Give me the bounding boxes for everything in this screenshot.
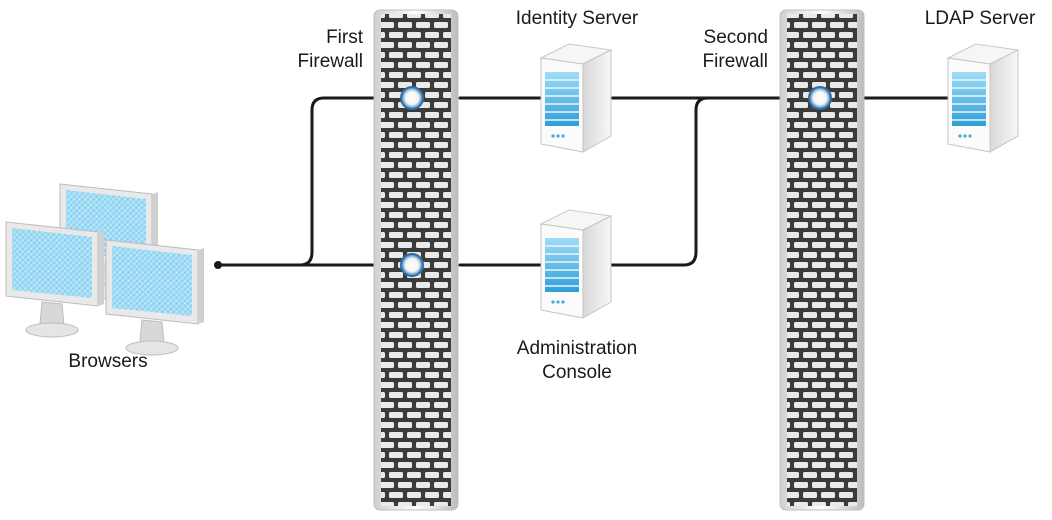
second-firewall-label: Second Firewall bbox=[680, 26, 768, 74]
ldap-server-icon bbox=[947, 43, 1019, 153]
ldap-server-label: LDAP Server bbox=[924, 8, 1036, 29]
browsers-label: Browsers bbox=[68, 351, 148, 372]
second-firewall-icon bbox=[779, 9, 865, 511]
firewall-port-icon bbox=[400, 86, 424, 110]
admin-to-firewall2-line bbox=[610, 96, 710, 267]
firewall-port-icon bbox=[400, 253, 424, 277]
administration-console-server-icon bbox=[540, 209, 612, 319]
first-firewall-label-line1: First bbox=[326, 27, 363, 48]
browsers-icon bbox=[5, 183, 205, 356]
identity-server-icon bbox=[540, 43, 612, 153]
firewall-port-icon bbox=[808, 86, 832, 110]
first-firewall-label-line2: Firewall bbox=[297, 51, 363, 72]
browser-connection-dot bbox=[214, 261, 222, 269]
administration-console-label-line1: Administration bbox=[516, 338, 638, 359]
administration-console-label: Administration Console bbox=[494, 337, 660, 385]
administration-console-label-line2: Console bbox=[542, 362, 612, 383]
identity-server-label: Identity Server bbox=[515, 8, 639, 29]
second-firewall-label-line2: Firewall bbox=[702, 51, 768, 72]
first-firewall-label: First Firewall bbox=[283, 26, 363, 74]
monitor-icon bbox=[5, 221, 105, 338]
first-firewall-icon bbox=[373, 9, 459, 511]
monitor-icon bbox=[105, 239, 205, 356]
browser-to-identity-line bbox=[298, 96, 412, 267]
second-firewall-label-line1: Second bbox=[703, 27, 768, 48]
